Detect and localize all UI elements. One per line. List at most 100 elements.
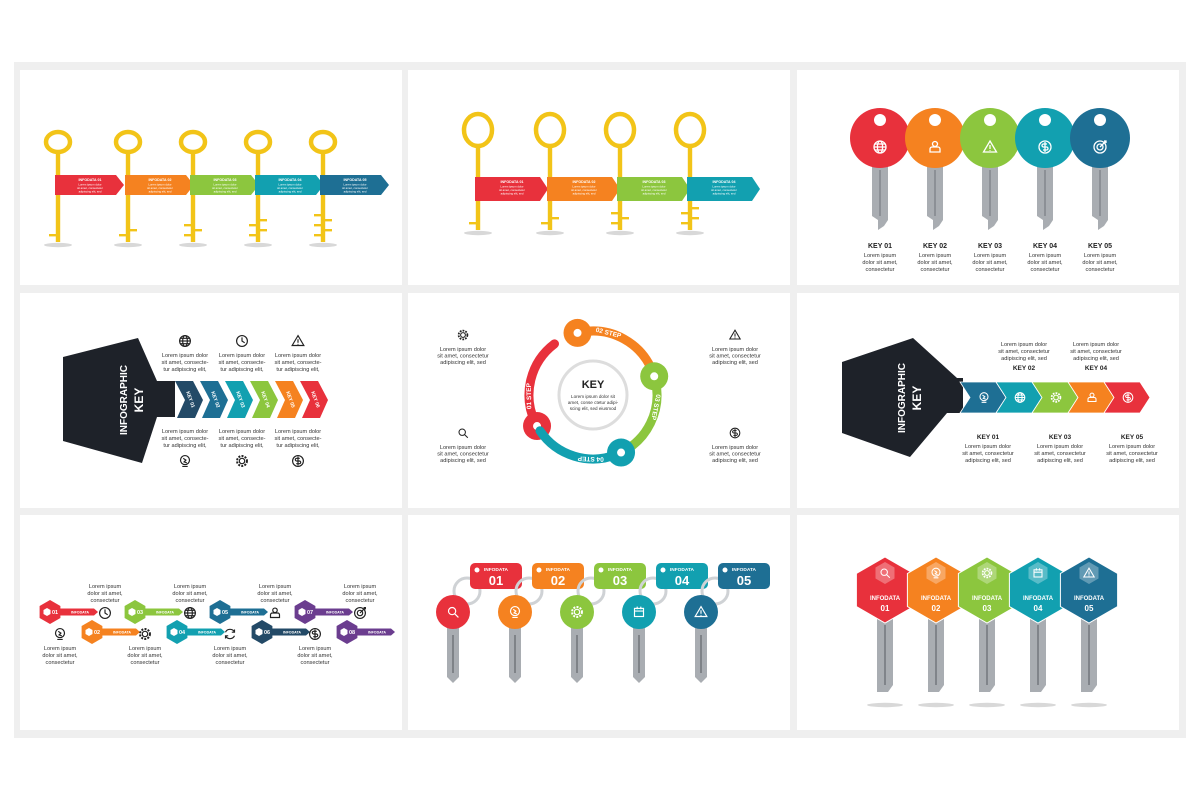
key-tooth — [323, 219, 332, 222]
description-text: consectetur — [976, 267, 1005, 273]
zigzag-key-segment[interactable]: KEY 06 — [300, 381, 328, 418]
description-text: Lorem ipsum dolor — [712, 445, 758, 451]
tag-label: INFODATA — [1023, 596, 1054, 602]
banner-text: adipiscing elit, sed — [214, 190, 237, 194]
step-arc — [577, 326, 657, 376]
globe-icon — [1014, 392, 1026, 403]
tag-label: INFODATA — [368, 631, 386, 635]
globe-icon — [873, 140, 887, 154]
key-hole — [797, 293, 816, 312]
info-banner — [547, 177, 620, 201]
info-tag — [656, 563, 708, 589]
title: INFOGRAPHIC — [897, 363, 908, 433]
description-text: Lorem ipsum dolor — [219, 429, 265, 435]
key-head — [842, 338, 963, 457]
key-tooth — [314, 214, 323, 217]
key-ring — [243, 129, 273, 155]
search-icon — [880, 568, 891, 579]
key-ring — [43, 129, 73, 155]
key-head — [905, 108, 965, 168]
zigzag-key-segment[interactable]: KEY 02 — [200, 381, 228, 418]
description-text: Lorem ipsum — [344, 584, 377, 590]
banner-text: Lorem ipsum dolor — [278, 183, 301, 187]
cycle-step[interactable]: 03 STEP — [615, 362, 669, 458]
zigzag-key-segment[interactable]: KEY 01 — [175, 381, 203, 418]
info-tag — [347, 628, 395, 636]
key-label: KEY 02 — [1013, 365, 1036, 372]
info-tag — [50, 608, 98, 616]
cycle-step[interactable]: 01 STEP — [523, 339, 559, 441]
banner-text: sit amet, consectetur — [212, 186, 238, 190]
info-banner — [255, 175, 324, 195]
description-text: adipiscing elit, sed — [1109, 458, 1155, 464]
cycle-step[interactable]: 04 STEP — [535, 426, 636, 467]
description-text: Lorem ipsum — [1084, 253, 1117, 259]
key-tooth — [611, 222, 620, 225]
gear-icon — [236, 455, 248, 467]
zigzag-key-segment[interactable]: KEY 04 — [250, 381, 278, 418]
description-text: Lorem ipsum dolor — [162, 429, 208, 435]
key-ring — [113, 129, 143, 155]
gear-icon — [571, 606, 583, 618]
shadow — [44, 242, 72, 248]
banner-title: INFODATA 05 — [344, 178, 367, 182]
key-label: KEY 03 — [978, 243, 1002, 250]
key-tooth — [184, 224, 193, 227]
key-tooth — [690, 207, 699, 210]
key-shaft — [55, 152, 61, 242]
zigzag-key-segment[interactable]: KEY 05 — [275, 381, 303, 418]
description-text: dolor sit amet, — [87, 591, 123, 597]
key-hole — [617, 448, 626, 457]
banner-text: adipiscing elit, sed — [643, 192, 666, 196]
tag-label: INFODATA — [972, 596, 1003, 602]
zigzag-key-segment[interactable]: KEY 03 — [225, 381, 253, 418]
description-text: sit amet, consecte- — [219, 360, 266, 366]
key-shaft — [190, 152, 196, 242]
tag-label: INFODATA — [670, 567, 695, 573]
description-text: tur adipiscing elit, — [220, 367, 264, 373]
